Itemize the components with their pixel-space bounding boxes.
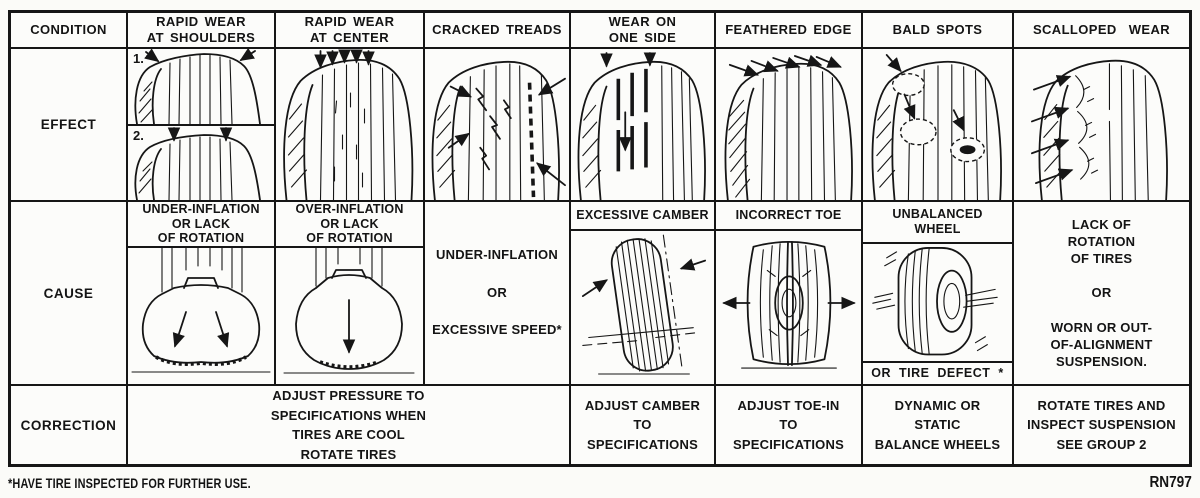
cause-cell-cracked-treads: UNDER-INFLATION OR EXCESSIVE SPEED* [425,202,571,386]
header-wear-on-one-side: WEAR ON ONE SIDE [571,13,716,49]
correction-cell-camber: ADJUST CAMBER TO SPECIFICATIONS [571,386,716,464]
cause-title-over-inflation: OVER-INFLATION OR LACK OF ROTATION [276,202,423,248]
header-scalloped-wear: SCALLOPED WEAR [1014,13,1189,49]
correction-cell-pressure: ADJUST PRESSURE TO SPECIFICATIONS WHEN T… [128,386,571,464]
header-condition: CONDITION [11,13,128,49]
cause-title-excessive-camber: EXCESSIVE CAMBER [571,202,714,231]
tire-worn-shoulders-icon [128,126,274,200]
tire-scalloped-wear-icon [1014,49,1189,200]
figure-reference-code: RN797 [1149,474,1192,491]
cause-text-cracked-treads: UNDER-INFLATION OR EXCESSIVE SPEED* [432,246,562,338]
cause-title-under-inflation: UNDER-INFLATION OR LACK OF ROTATION [128,202,274,248]
cause-title-incorrect-toe: INCORRECT TOE [716,202,861,231]
effect-cell-rapid-wear-center [276,49,425,202]
over-inflation-cross-section-icon [276,248,423,380]
cause-cell-scalloped-wear: LACK OF ROTATION OF TIRES OR WORN OR OUT… [1014,202,1189,386]
effect-cell-feathered-edge [716,49,863,202]
row-label-cause: CAUSE [11,202,128,386]
row-label-effect: EFFECT [11,49,128,202]
footnote-text: *HAVE TIRE INSPECTED FOR FURTHER USE. [8,475,251,491]
tire-one-side-wear-icon [571,49,714,200]
cause-cell-excessive-camber: EXCESSIVE CAMBER [571,202,716,386]
header-cracked-treads: CRACKED TREADS [425,13,571,49]
cause-title-unbalanced-wheel: UNBALANCED WHEEL [863,202,1012,244]
shoulder-wear-panel-2: 2. [128,126,274,200]
header-bald-spots: BALD SPOTS [863,13,1014,49]
figure-number-1: 1. [133,51,144,66]
effect-cell-scalloped-wear [1014,49,1189,202]
cause-cell-unbalanced-wheel: UNBALANCED WHEEL OR TIRE DEFECT * [863,202,1014,386]
cause-footnote-tire-defect: OR TIRE DEFECT * [863,361,1012,384]
correction-cell-toe: ADJUST TOE-IN TO SPECIFICATIONS [716,386,863,464]
cause-text-scalloped-wear: LACK OF ROTATION OF TIRES OR WORN OR OUT… [1050,216,1153,370]
tire-feathered-edge-icon [716,49,861,200]
cause-cell-incorrect-toe: INCORRECT TOE [716,202,863,386]
effect-cell-rapid-wear-shoulders: 1. 2. [128,49,276,202]
effect-cell-cracked-treads [425,49,571,202]
effect-cell-wear-on-one-side [571,49,716,202]
correction-cell-rotate: ROTATE TIRES AND INSPECT SUSPENSION SEE … [1027,397,1176,452]
tire-bald-spots-icon [863,49,1012,200]
row-label-correction: CORRECTION [11,386,128,464]
cause-cell-over-inflation: OVER-INFLATION OR LACK OF ROTATION [276,202,425,386]
tire-cracked-treads-icon [425,49,569,200]
tire-worn-center-icon [276,49,423,200]
figure-number-2: 2. [133,128,144,143]
header-feathered-edge: FEATHERED EDGE [716,13,863,49]
header-rapid-wear-shoulders: RAPID WEAR AT SHOULDERS [128,13,276,49]
shoulder-wear-panel-1: 1. [128,49,274,126]
unbalanced-wheel-icon [863,244,1012,360]
diagnosis-table: CONDITION RAPID WEAR AT SHOULDERS RAPID … [8,10,1192,467]
toe-tire-icon [716,231,861,380]
tire-worn-shoulders-icon [128,49,274,124]
header-rapid-wear-center: RAPID WEAR AT CENTER [276,13,425,49]
effect-cell-bald-spots [863,49,1014,202]
cambered-tire-icon [571,231,714,380]
cause-cell-under-inflation: UNDER-INFLATION OR LACK OF ROTATION [128,202,276,386]
correction-cell-balance: DYNAMIC OR STATIC BALANCE WHEELS [863,386,1014,464]
footer: *HAVE TIRE INSPECTED FOR FURTHER USE. RN… [8,472,1192,494]
under-inflation-cross-section-icon [128,248,274,380]
